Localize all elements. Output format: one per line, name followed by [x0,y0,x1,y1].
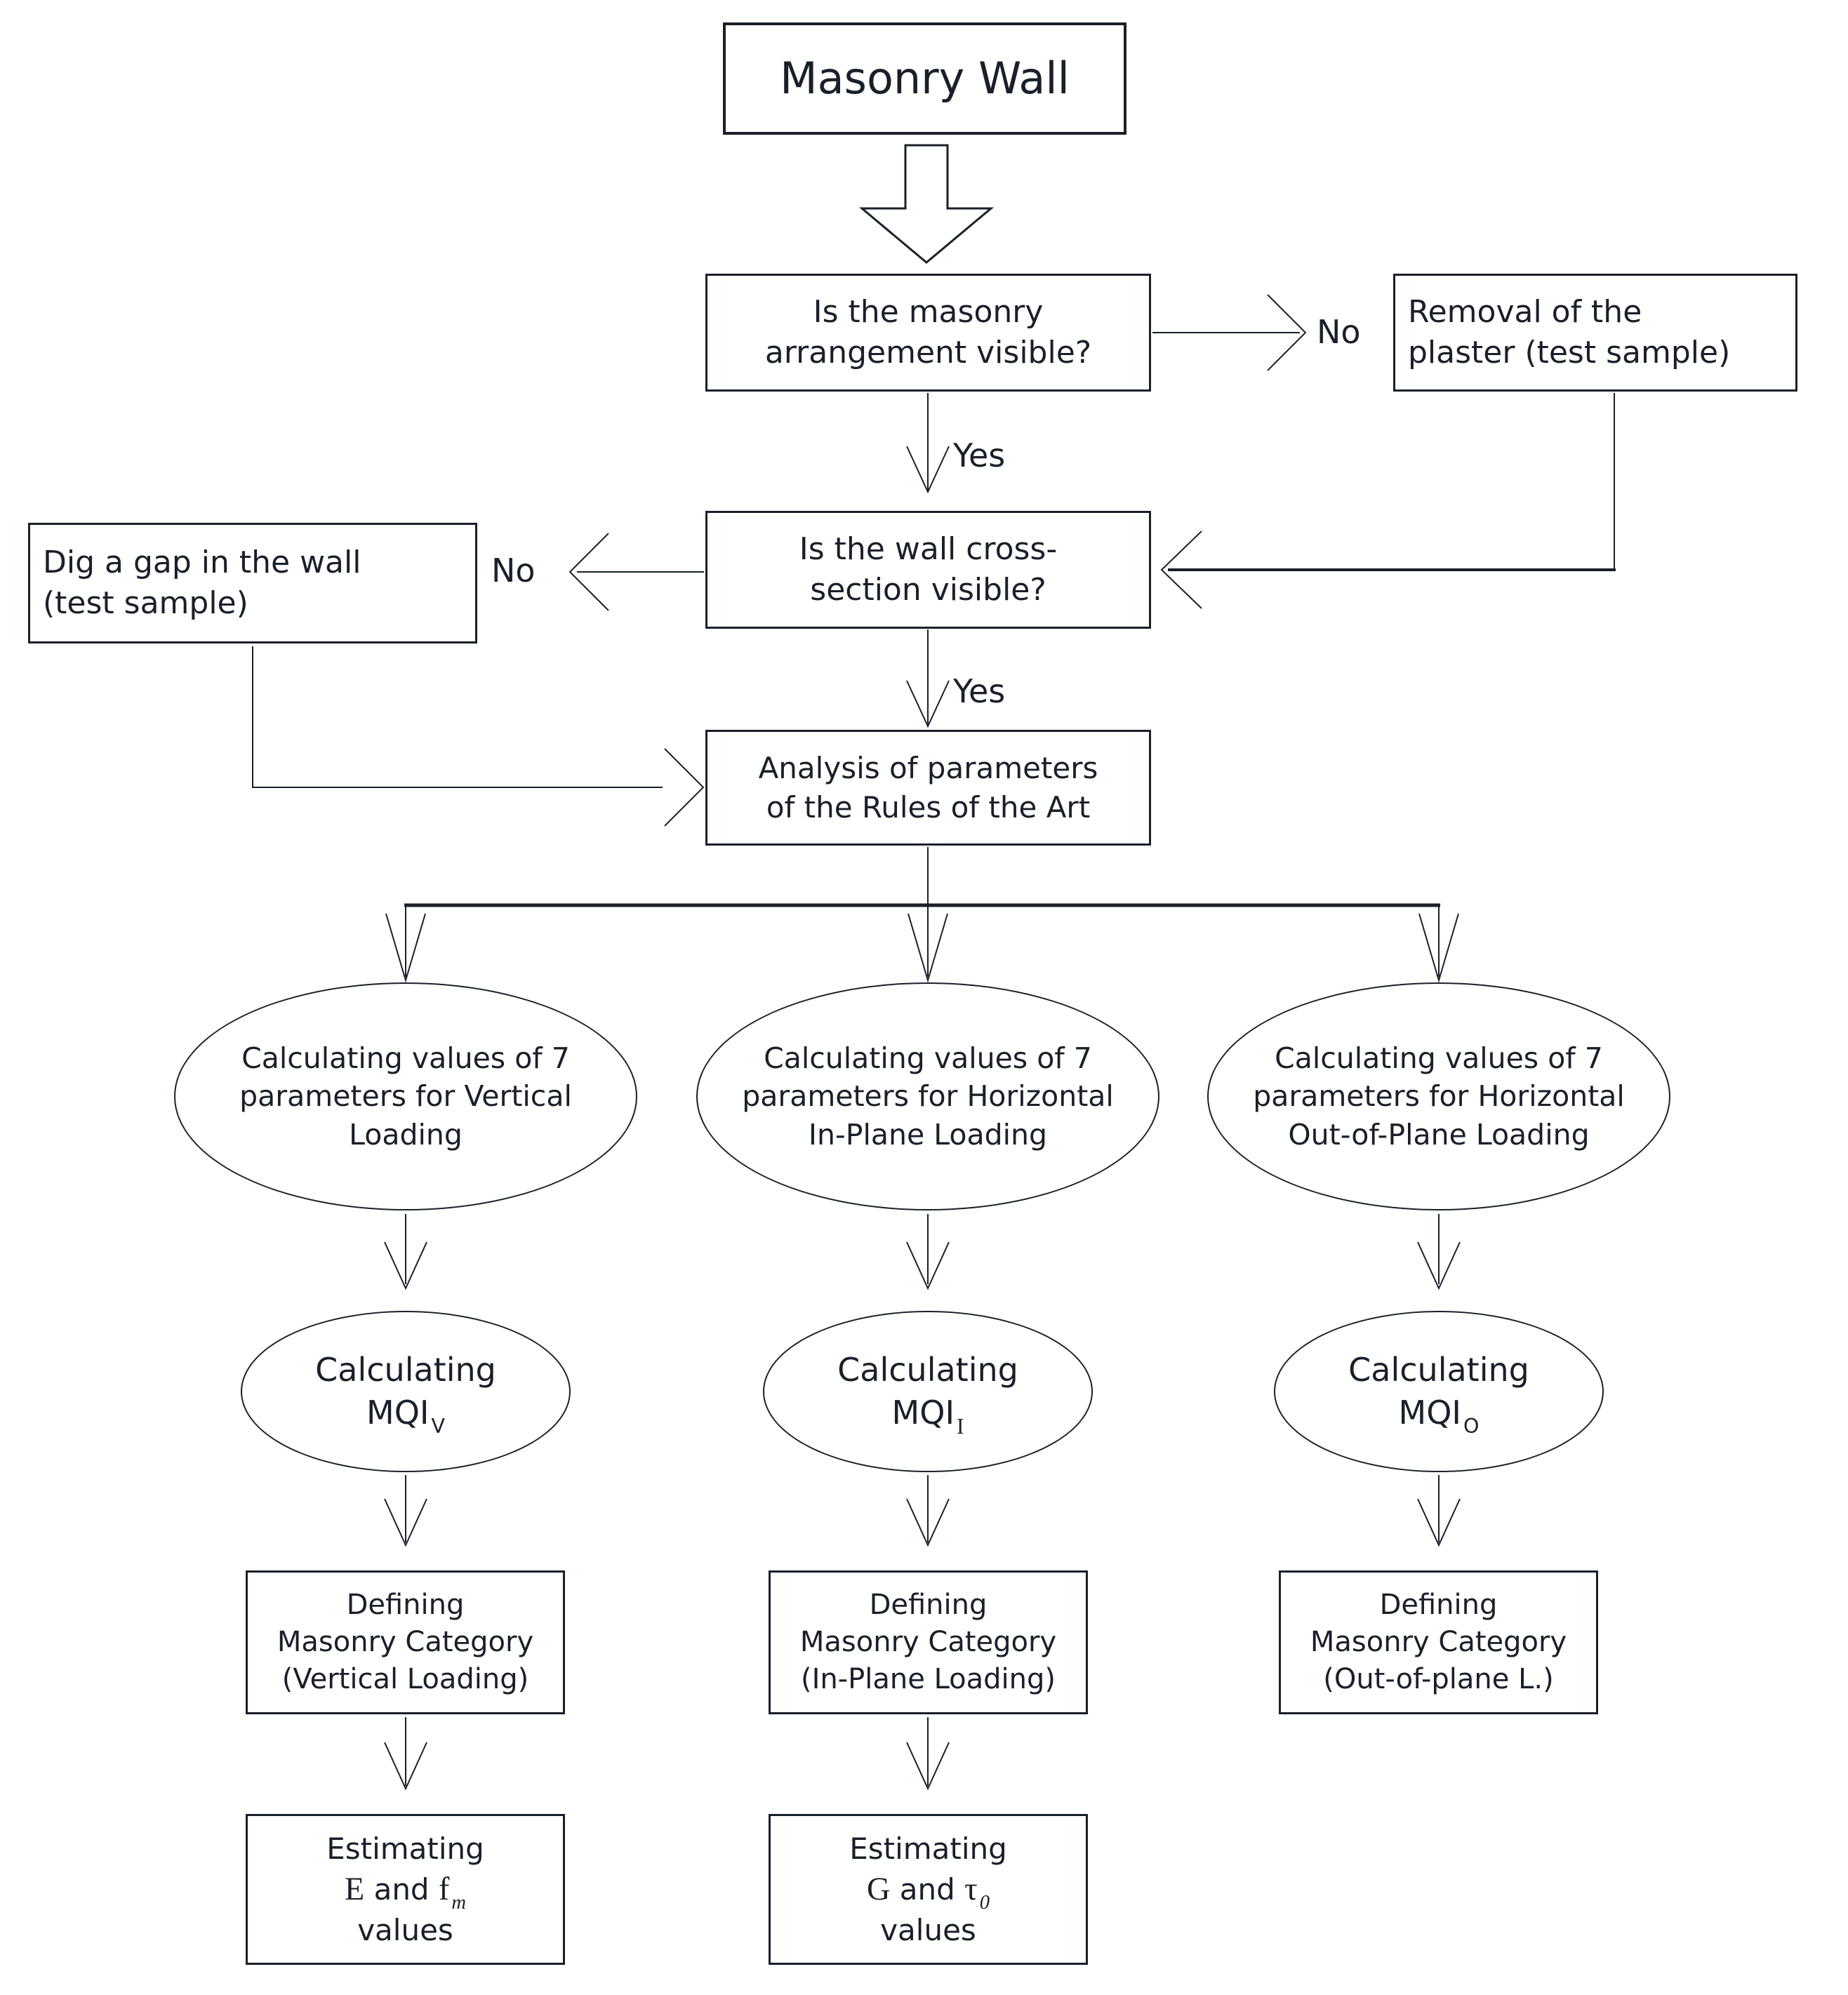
symbol-tau-sub: 0 [979,1891,990,1914]
estimating-word: Estimating [849,1831,1007,1866]
arrowhead-down-icon [384,1498,427,1547]
arrowhead-down-icon [1417,1241,1461,1290]
mqi-i-text: Calculating MQII [837,1349,1018,1437]
mqi-o-prefix: Calculating [1348,1351,1529,1389]
node-masonry-wall: Masonry Wall [723,22,1126,135]
edge-branch [385,847,1459,983]
arrowhead-down-icon [385,913,426,983]
label-no-arrangement: No [1317,313,1361,351]
arrowhead-down-icon [908,913,948,983]
mqi-o-base: MQI [1398,1394,1461,1432]
symbol-E: E [345,1871,365,1907]
node-question-cross-section-visible: Is the wall cross-section visible? [705,511,1151,629]
mqi-i-prefix: Calculating [837,1351,1018,1389]
edge-q1-no [1152,294,1307,371]
arrowhead-down-icon [906,1241,950,1290]
node-calculating-mqi-i: Calculating MQII [763,1311,1093,1472]
arrowhead-left-icon [569,533,609,611]
arrowhead-down-icon [384,1241,427,1290]
and-word: and [899,1872,955,1907]
edge-q2-yes [906,629,950,728]
label-yes-arrangement: Yes [953,436,1006,474]
edge-q1-yes [906,393,950,494]
mqi-i-base: MQI [891,1394,955,1432]
arrowhead-left-icon [1160,531,1202,609]
arrowhead-down-icon [906,1498,950,1547]
symbol-G: G [867,1871,891,1907]
estimating-word: Estimating [326,1831,484,1866]
and-word: and [373,1872,430,1907]
node-dig-a-gap: Dig a gap in the wall(test sample) [28,523,477,643]
values-word: values [357,1912,453,1947]
arrowhead-right-icon [664,748,705,827]
mqi-v-base: MQI [366,1394,430,1432]
edge-q2-no [569,533,704,611]
mqi-i-sub: I [957,1414,964,1439]
masonry-wall-label: Masonry Wall [780,53,1070,105]
label-no-cross-section: No [491,552,536,589]
edge-removal-to-q2 [1160,393,1616,609]
arrowhead-down-icon [1417,1498,1461,1547]
values-word: values [880,1912,976,1947]
block-arrow-down-icon [858,144,995,264]
edge-calc-to-mqi [384,1214,1461,1290]
symbol-f-sub: m [451,1891,466,1914]
label-yes-cross-section: Yes [953,672,1006,710]
mqi-o-sub: O [1463,1414,1480,1438]
arrowhead-right-icon [1267,294,1307,371]
symbol-f: f [438,1871,450,1907]
symbol-tau: τ [964,1871,978,1907]
mqi-v-sub: V [431,1414,445,1438]
arrowhead-down-icon [906,1742,950,1791]
arrowhead-down-icon [906,680,950,728]
dig-a-gap-text: Dig a gap in the wall(test sample) [43,544,361,621]
arrowhead-down-icon [906,446,950,494]
arrowhead-down-icon [384,1742,427,1791]
question-cross-section-text: Is the wall cross-section visible? [799,531,1058,608]
edge-dig-to-analysis [252,646,705,827]
edge-mqi-to-defining [384,1475,1461,1547]
mqi-v-prefix: Calculating [315,1351,496,1389]
arrowhead-down-icon [1418,913,1459,983]
edge-defining-to-estimating [384,1717,950,1791]
